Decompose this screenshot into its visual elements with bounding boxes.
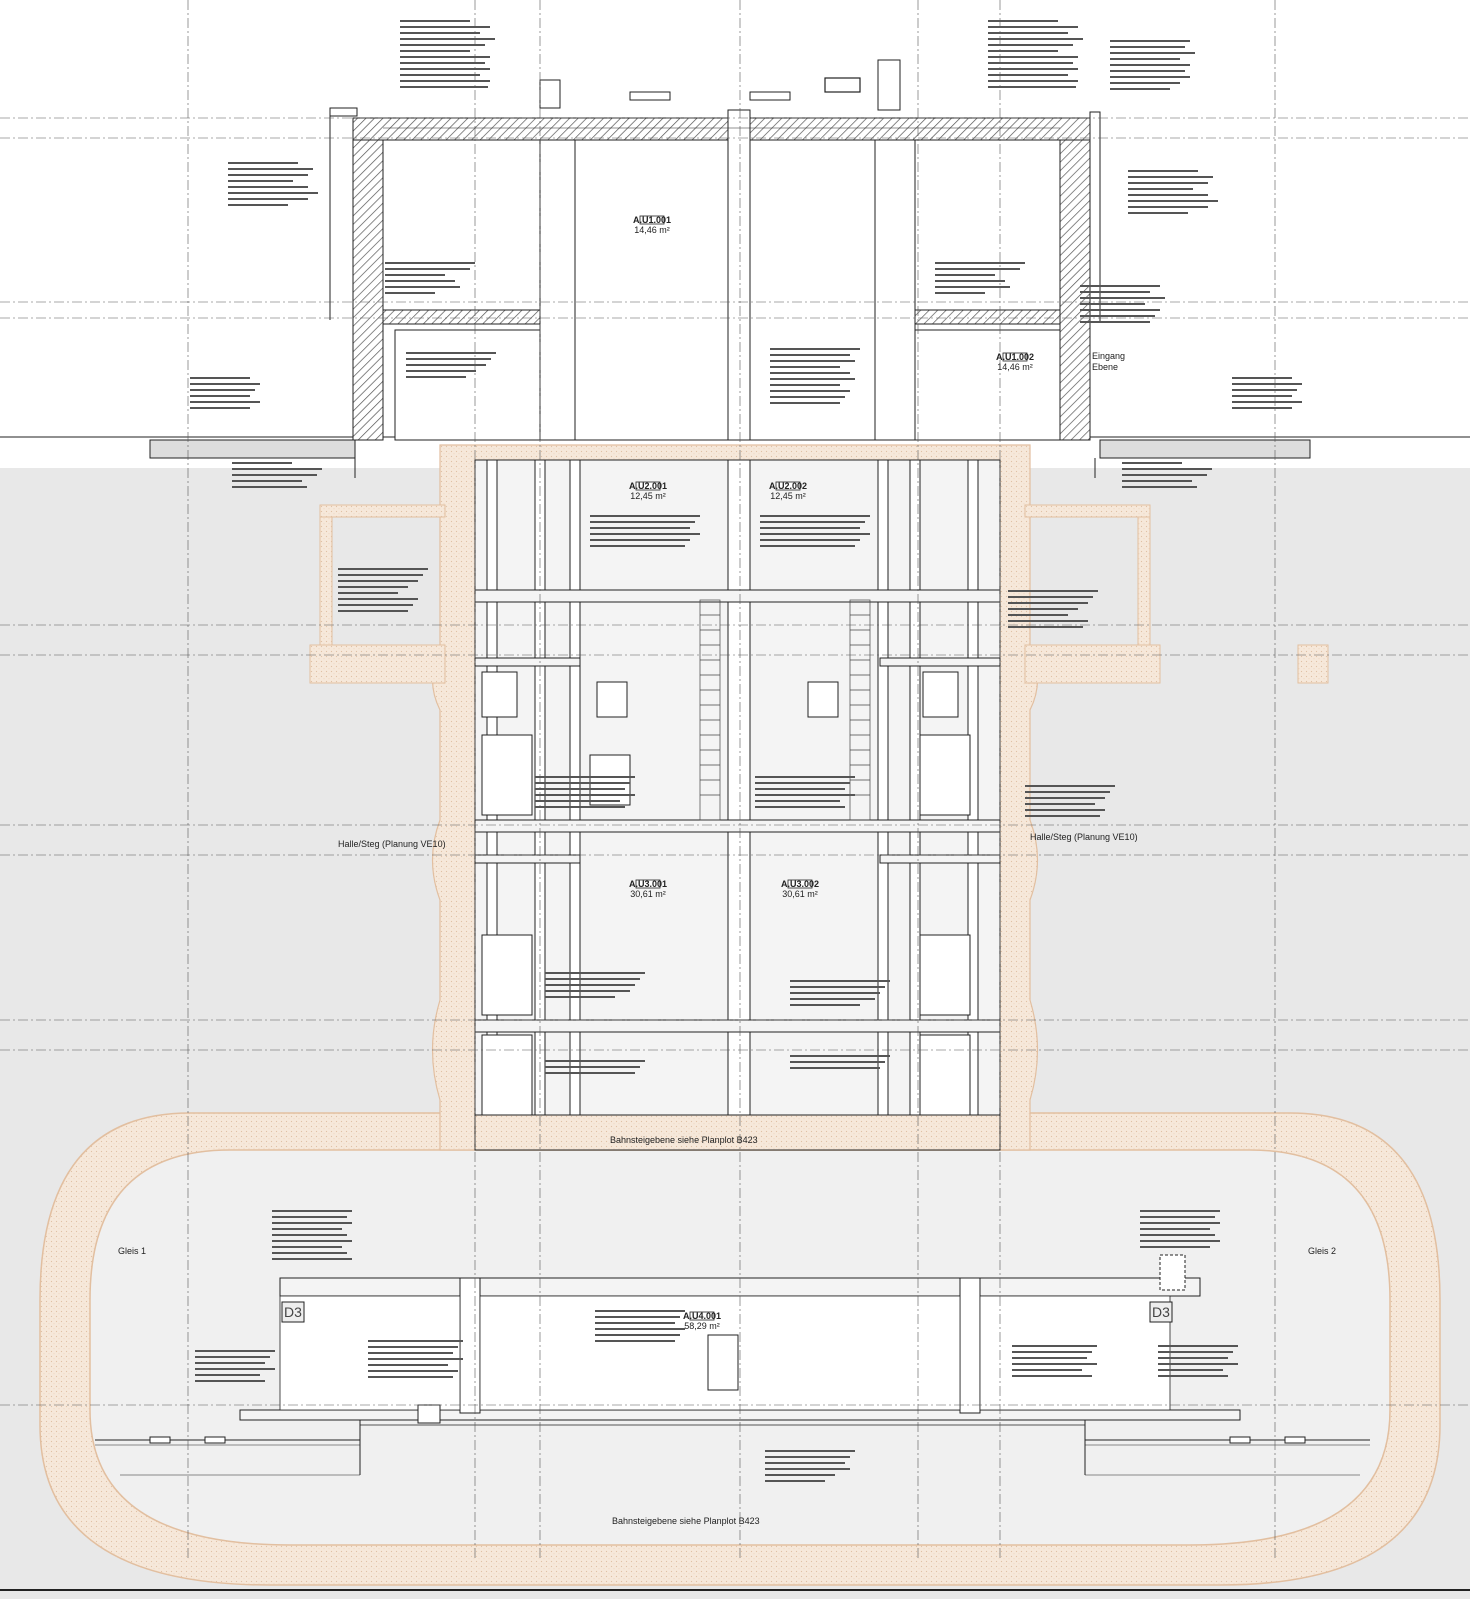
d3-marker-right: D3 <box>1149 1301 1173 1323</box>
d3-marker-left: D3 <box>281 1301 305 1323</box>
svg-text:30,61 m²: 30,61 m² <box>630 889 666 899</box>
svg-text:A.U2.002: A.U2.002 <box>769 481 807 491</box>
room-tag-a-u3-001: A.U3.001 30,61 m² <box>629 879 667 899</box>
svg-text:12,45 m²: 12,45 m² <box>630 491 666 501</box>
room-tag-a-u1-001: A.U1.001 14,46 m² <box>633 215 671 235</box>
foundation-left <box>309 504 446 684</box>
svg-text:58,29 m²: 58,29 m² <box>684 1321 720 1331</box>
hall-left-label: Halle/Steg (Planung VE10) <box>338 839 446 849</box>
svg-text:A.U3.002: A.U3.002 <box>781 879 819 889</box>
grid-lines <box>0 0 1470 1560</box>
svg-text:14,46 m²: 14,46 m² <box>997 362 1033 372</box>
room-tag-a-u1-002: A.U1.002 14,46 m² <box>996 352 1034 372</box>
tunnel-left-label: Gleis 1 <box>118 1246 146 1256</box>
room-tag-a-u2-002: A.U2.002 12,45 m² <box>769 481 807 501</box>
svg-text:A.U4.001: A.U4.001 <box>683 1311 721 1321</box>
svg-text:A.U2.001: A.U2.001 <box>629 481 667 491</box>
svg-text:14,46 m²: 14,46 m² <box>634 225 670 235</box>
platform-ref-bottom: Bahnsteigebene siehe Planplot B423 <box>612 1516 760 1526</box>
svg-text:D3: D3 <box>284 1304 302 1320</box>
room-tag-a-u4-001: A.U4.001 58,29 m² <box>683 1311 721 1331</box>
svg-text:A.U3.001: A.U3.001 <box>629 879 667 889</box>
svg-text:A.U1.001: A.U1.001 <box>633 215 671 225</box>
entrance-label: Eingang <box>1092 351 1125 361</box>
tunnel-right-label: Gleis 2 <box>1308 1246 1336 1256</box>
entrance-building <box>329 59 1101 441</box>
room-tag-a-u2-001: A.U2.001 12,45 m² <box>629 481 667 501</box>
annotation-blocks <box>190 20 1302 1482</box>
tunnel-interior <box>95 1254 1370 1476</box>
svg-text:A.U1.002: A.U1.002 <box>996 352 1034 362</box>
platform-ref-top: Bahnsteigebene siehe Planplot B423 <box>610 1135 758 1145</box>
foundation-right <box>1024 504 1329 684</box>
svg-text:D3: D3 <box>1152 1304 1170 1320</box>
room-tag-a-u3-002: A.U3.002 30,61 m² <box>781 879 819 899</box>
hall-right-label: Halle/Steg (Planung VE10) <box>1030 832 1138 842</box>
svg-text:12,45 m²: 12,45 m² <box>770 491 806 501</box>
svg-text:30,61 m²: 30,61 m² <box>782 889 818 899</box>
entrance-sub-label: Ebene <box>1092 362 1118 372</box>
